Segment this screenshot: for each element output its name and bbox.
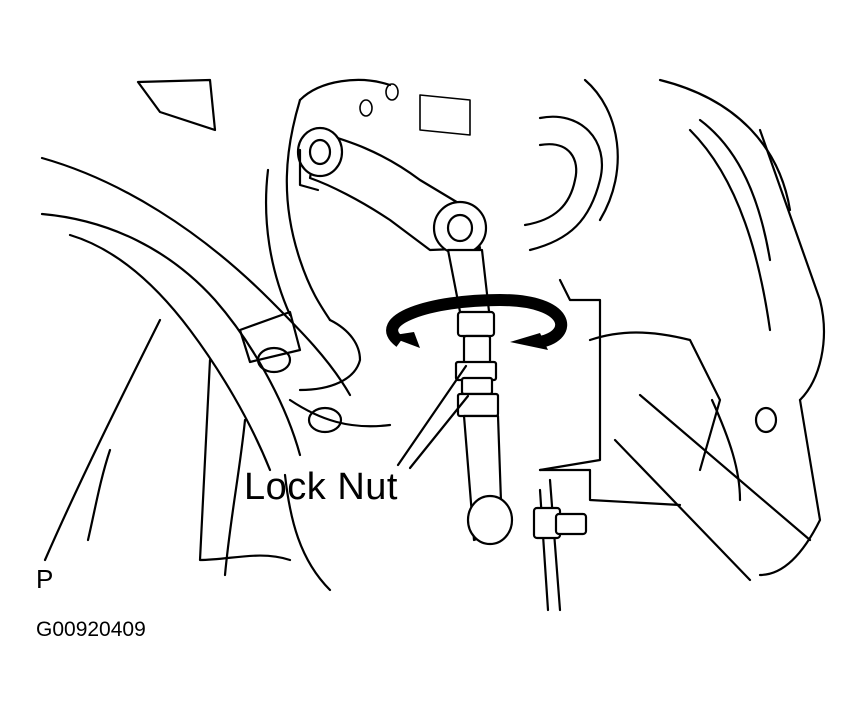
view-letter: P bbox=[36, 564, 54, 594]
lock-nut-label: Lock Nut bbox=[244, 466, 398, 508]
housing-bolts bbox=[256, 83, 399, 434]
right-bracket bbox=[532, 278, 822, 612]
link-rod bbox=[446, 248, 514, 546]
left-crossmember bbox=[40, 156, 352, 592]
upper-link-arm bbox=[296, 126, 488, 256]
hose-pipe bbox=[523, 115, 603, 252]
figure-code: G00920409 bbox=[36, 618, 146, 641]
circular-arrow-icon bbox=[386, 293, 568, 350]
engine-housing bbox=[136, 78, 826, 428]
leader-line-icon bbox=[396, 364, 470, 470]
